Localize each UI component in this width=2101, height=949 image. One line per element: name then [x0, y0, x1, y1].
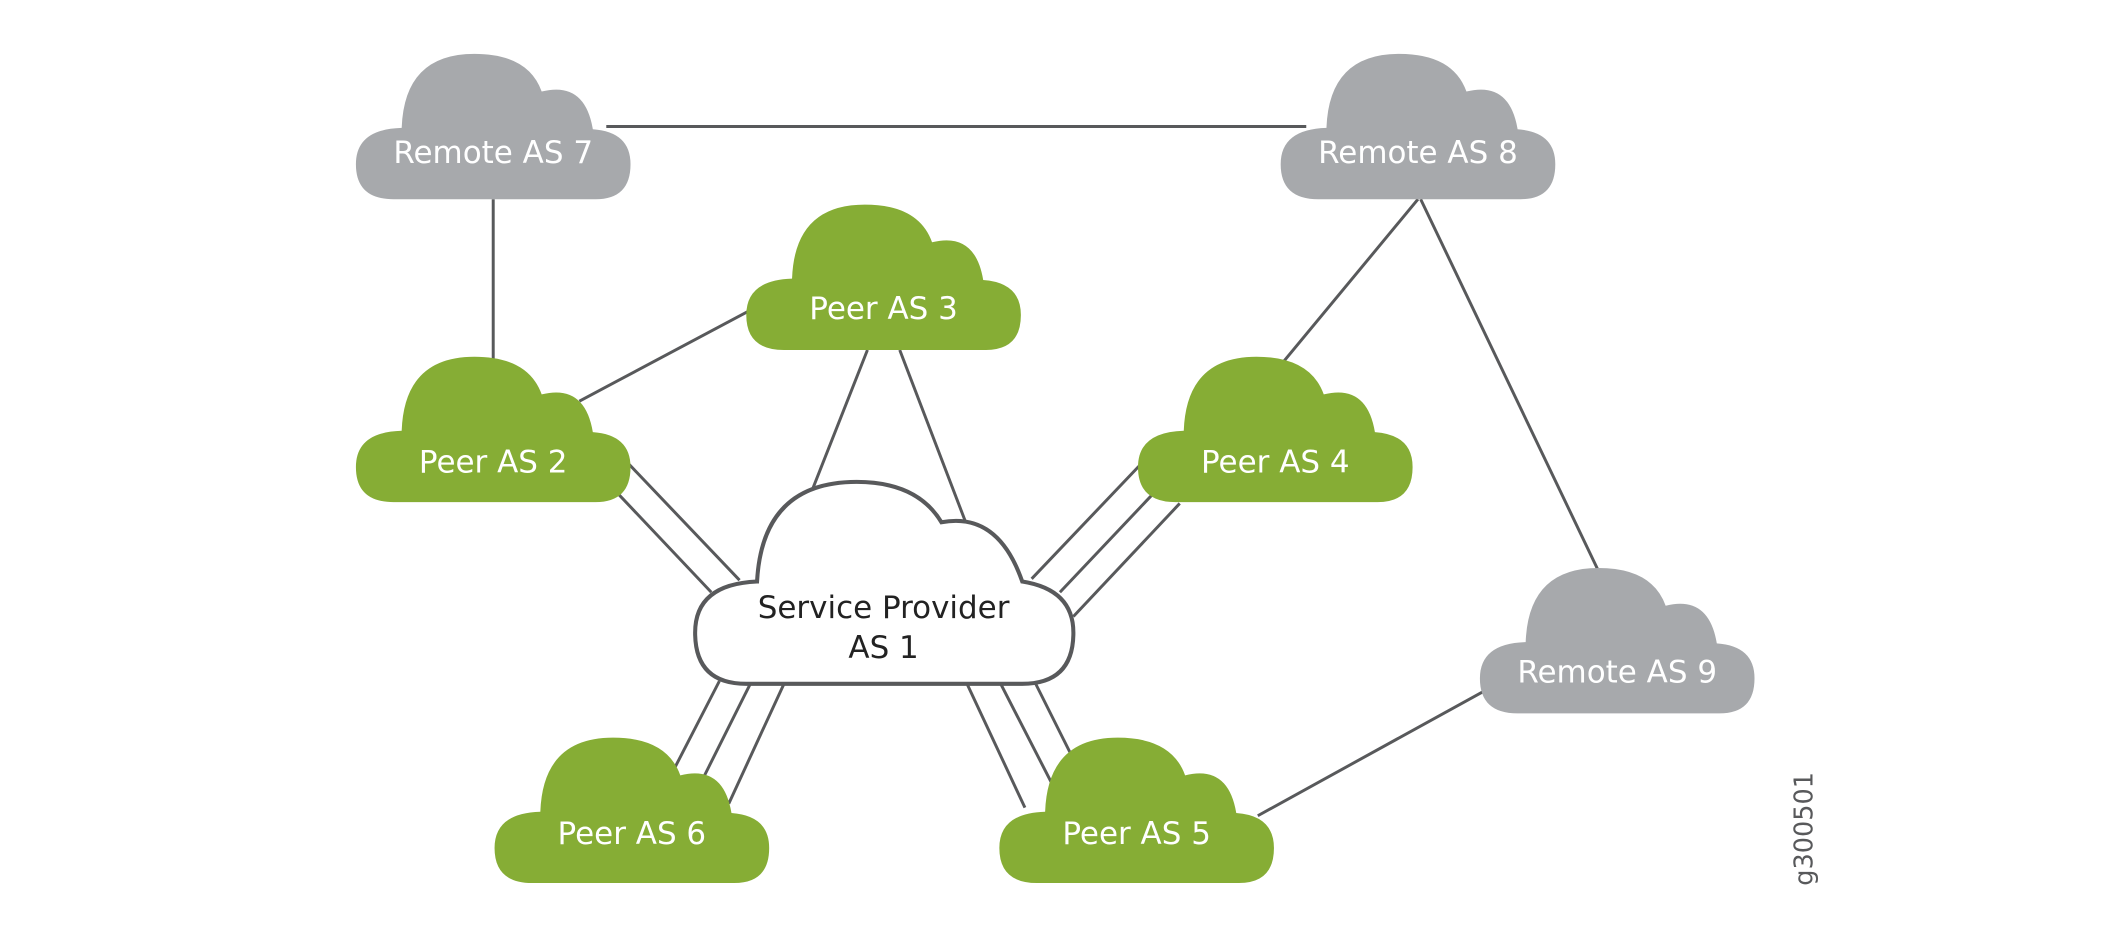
link-remote8-peer4	[1280, 198, 1420, 365]
cloud-icon	[746, 204, 1021, 350]
node-label: Peer AS 3	[809, 291, 958, 327]
node-peer-as-2: Peer AS 2	[355, 356, 631, 503]
node-remote-as-7: Remote AS 7	[355, 53, 631, 200]
node-peer-as-4: Peer AS 4	[1137, 356, 1413, 503]
node-label-line2: AS 1	[848, 630, 918, 666]
link-peer6-provider-1	[670, 680, 721, 774]
node-service-provider-as-1: Service Provider AS 1	[693, 479, 1076, 686]
link-peer6-provider-3	[727, 683, 786, 805]
node-label-line1: Service Provider	[758, 590, 1010, 626]
link-peer6-provider-2	[703, 683, 752, 777]
cloud-icon	[693, 479, 1076, 686]
node-remote-as-8: Remote AS 8	[1280, 53, 1556, 200]
links	[491, 125, 1600, 818]
link-peer2-provider-1	[628, 463, 741, 582]
link-remote9-peer5	[1257, 690, 1484, 818]
node-remote-as-9: Remote AS 9	[1479, 568, 1755, 714]
node-label: Peer AS 5	[1062, 816, 1211, 852]
node-peer-as-3: Peer AS 3	[746, 204, 1021, 350]
cloud-icon	[1479, 568, 1755, 714]
link-peer4-provider-2	[1058, 491, 1156, 594]
node-label: Remote AS 8	[1318, 135, 1518, 171]
node-peer-as-5: Peer AS 5	[999, 737, 1274, 884]
link-peer4-provider-1	[1030, 464, 1141, 580]
link-peer5-provider-1	[965, 683, 1027, 809]
cloud-icon	[494, 737, 770, 884]
link-peer4-provider-3	[1072, 502, 1181, 618]
figure-id: g300501	[1789, 772, 1819, 886]
node-label: Peer AS 6	[558, 816, 707, 852]
link-peer3-provider-1	[810, 349, 869, 491]
cloud-icon	[1280, 53, 1556, 200]
cloud-icon	[355, 53, 631, 200]
node-label: Peer AS 4	[1201, 444, 1350, 480]
node-label: Remote AS 9	[1517, 654, 1717, 690]
node-label: Peer AS 2	[419, 444, 568, 480]
node-label: Remote AS 7	[393, 135, 593, 171]
node-peer-as-6: Peer AS 6	[494, 737, 770, 884]
link-peer2-provider-2	[615, 491, 713, 594]
link-peer5-provider-2	[999, 683, 1054, 785]
link-peer2-peer3	[578, 309, 750, 403]
link-peer3-provider-2	[898, 349, 968, 523]
link-remote8-remote9	[1419, 198, 1600, 572]
link-peer5-provider-3	[1030, 675, 1074, 758]
